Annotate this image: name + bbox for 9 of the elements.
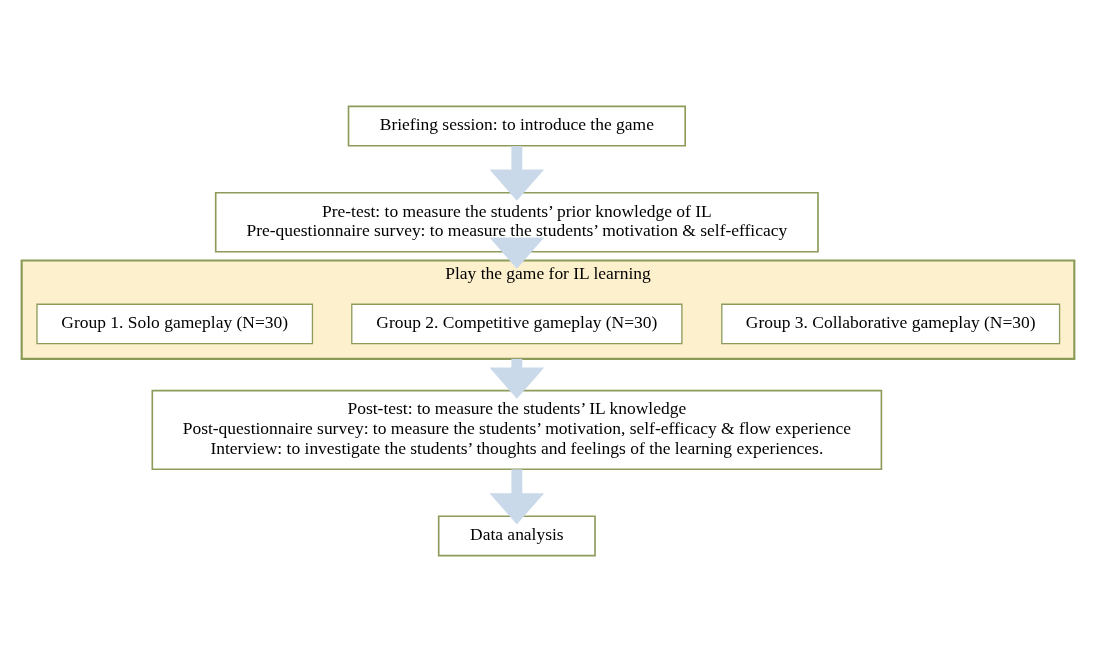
node-box: Group 3. Collaborative gameplay (N=30) [721,303,1061,344]
node-box: Group 2. Competitive gameplay (N=30) [351,303,683,344]
node-box: Group 1. Solo gameplay (N=30) [36,303,314,344]
node-box: Post-test: to measure the students’ IL knowledge Post-questionnaire survey: to measure the students’ motivation, self-efficacy & flow experience Interview: to investigate the students’ thoughts and feelings of the learning experiences. [151,389,883,470]
node-box: Data analysis [437,514,596,556]
arrow [489,237,545,269]
arrow [489,468,545,524]
arrow [489,145,545,201]
node-box: Briefing session: to introduce the game [347,105,686,147]
